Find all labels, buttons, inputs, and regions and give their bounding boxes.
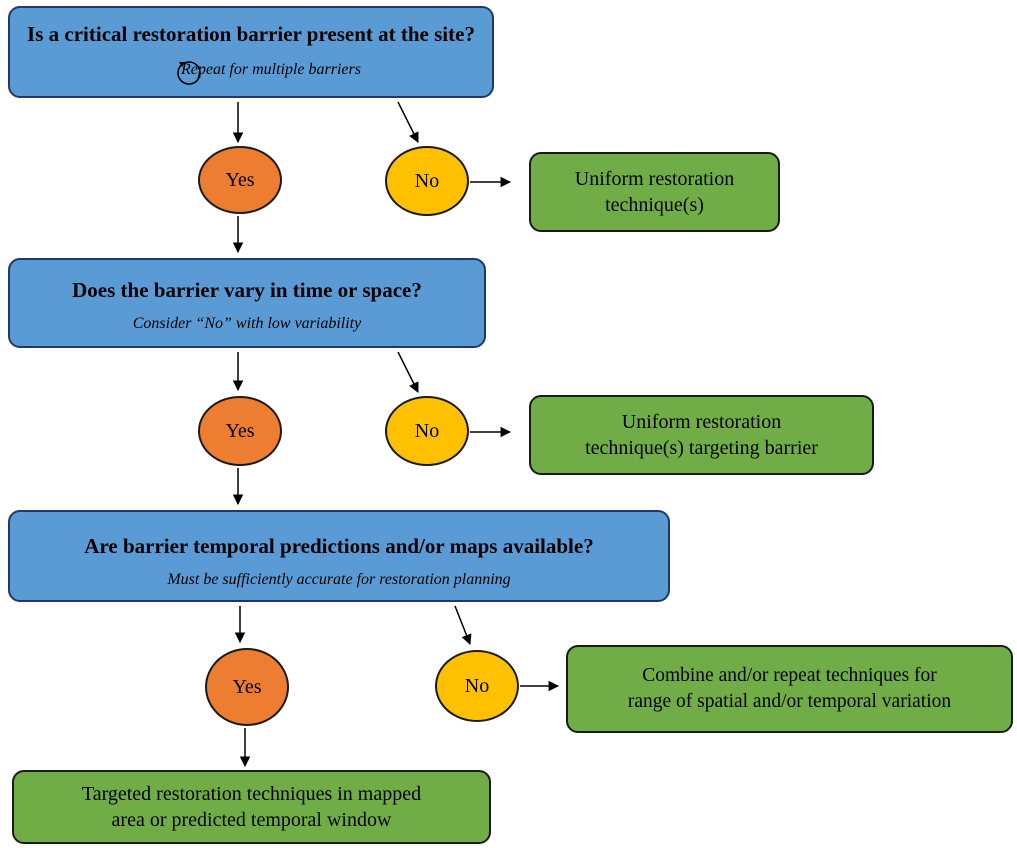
yes-label-3: Yes bbox=[232, 675, 262, 698]
result-2-line-2: technique(s) targeting barrier bbox=[585, 437, 818, 459]
yes-label-1: Yes bbox=[225, 168, 255, 191]
result-3-no-line-1: Combine and/or repeat techniques for bbox=[642, 665, 937, 686]
yes-oval-3: Yes bbox=[205, 648, 289, 726]
yes-label-2: Yes bbox=[225, 419, 255, 442]
arrow-q1-to-no bbox=[397, 101, 419, 143]
no-oval-3: No bbox=[435, 650, 519, 722]
question-3-text: Are barrier temporal predictions and/or … bbox=[84, 534, 594, 558]
question-2-note: Consider “No” with low variability bbox=[132, 315, 362, 332]
yes-oval-1: Yes bbox=[198, 146, 282, 214]
question-box-2: Does the barrier vary in time or space? … bbox=[8, 258, 486, 348]
question-box-3: Are barrier temporal predictions and/or … bbox=[8, 510, 670, 602]
result-3-no-line-2: range of spatial and/or temporal variati… bbox=[627, 691, 952, 712]
arrow-q2-to-no bbox=[397, 351, 419, 393]
result-box-3-no: Combine and/or repeat techniques for ran… bbox=[566, 645, 1013, 733]
question-1-note: Repeat for multiple barriers bbox=[181, 61, 361, 78]
question-1-text: Is a critical restoration barrier presen… bbox=[27, 22, 475, 46]
result-2-line-1: Uniform restoration bbox=[621, 411, 782, 433]
circular-arrow-icon bbox=[177, 61, 201, 85]
question-3-note: Must be sufficiently accurate for restor… bbox=[167, 571, 511, 588]
yes-oval-2: Yes bbox=[198, 396, 282, 466]
result-3-yes-line-2: area or predicted temporal window bbox=[111, 809, 392, 831]
result-1-line-2: technique(s) bbox=[605, 194, 704, 216]
no-oval-2: No bbox=[385, 396, 469, 466]
arrow-q3-to-no bbox=[454, 605, 472, 645]
result-box-3-yes: Targeted restoration techniques in mappe… bbox=[12, 770, 491, 844]
no-oval-1: No bbox=[385, 146, 469, 216]
result-box-2: Uniform restoration technique(s) targeti… bbox=[529, 395, 874, 475]
result-1-line-1: Uniform restoration bbox=[574, 168, 735, 190]
question-2-text: Does the barrier vary in time or space? bbox=[72, 278, 422, 302]
no-label-1: No bbox=[414, 169, 440, 192]
result-3-yes-line-1: Targeted restoration techniques in mappe… bbox=[81, 783, 422, 805]
no-label-2: No bbox=[414, 419, 440, 442]
question-box-1: Is a critical restoration barrier presen… bbox=[8, 6, 494, 98]
result-box-1: Uniform restoration technique(s) bbox=[529, 152, 780, 232]
no-label-3: No bbox=[464, 674, 490, 697]
